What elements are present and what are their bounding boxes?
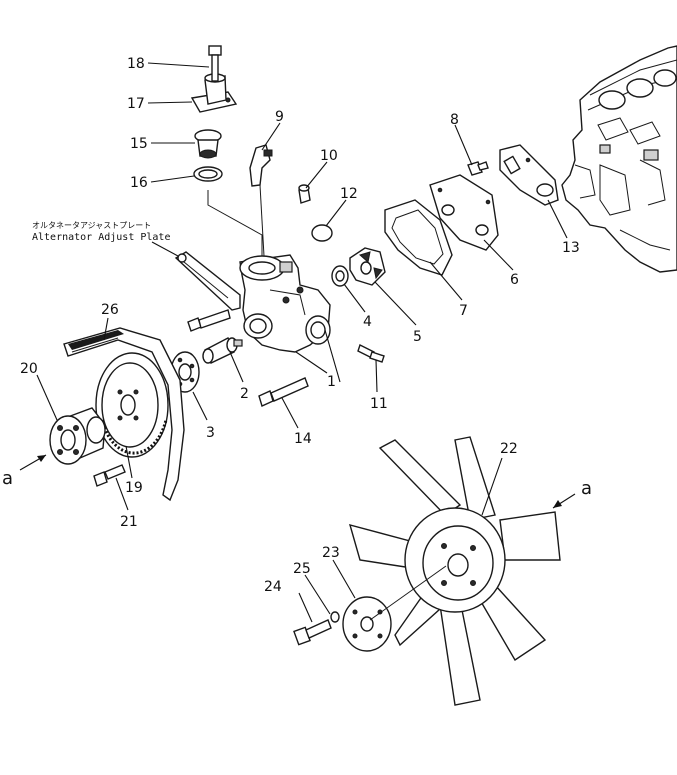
fan-belt [63, 327, 185, 502]
alternator-plate-en-label: Alternator Adjust Plate [32, 232, 170, 243]
water-pump-body [239, 254, 331, 353]
long-bolt [258, 377, 309, 407]
drain-plug [298, 184, 311, 204]
cooling-fan [348, 436, 561, 706]
callout-4: 4 [363, 314, 372, 330]
reference-letter-right: a [581, 478, 592, 499]
o-ring [311, 224, 333, 242]
fan-spacer-plate [342, 596, 392, 652]
callout-12: 12 [340, 186, 358, 202]
alternator-adjust-plate [174, 251, 241, 311]
crank-pulley [95, 352, 169, 458]
crank-flange [49, 407, 106, 465]
pulley-shaft [202, 337, 243, 364]
callout-17: 17 [127, 96, 145, 112]
callout-10: 10 [320, 148, 338, 164]
callout-15: 15 [130, 136, 148, 152]
leader-lines [19, 62, 576, 623]
callout-3: 3 [206, 425, 215, 441]
assembly-line [207, 190, 263, 256]
callout-20: 20 [20, 361, 38, 377]
callout-13: 13 [562, 240, 580, 256]
thermostat [194, 129, 222, 159]
callout-14: 14 [294, 431, 312, 447]
mounting-bolt [187, 309, 231, 332]
callout-16: 16 [130, 175, 148, 191]
callout-22: 22 [500, 441, 518, 457]
callout-18: 18 [127, 56, 145, 72]
callout-labels: 1 2 3 4 5 6 7 8 9 10 12 11 13 14 15 16 1… [2, 56, 592, 595]
cover-housing-bolt [208, 45, 222, 82]
callout-11: 11 [370, 396, 388, 412]
callout-7: 7 [459, 303, 468, 319]
callout-5: 5 [413, 329, 422, 345]
thermostat-seal [193, 166, 223, 182]
washer [330, 611, 340, 623]
flange-bolt [93, 464, 126, 487]
callout-24: 24 [264, 579, 282, 595]
reference-letter-left: a [2, 468, 13, 489]
callout-23: 23 [322, 545, 340, 561]
callout-9: 9 [275, 109, 284, 125]
fan-axis-line [369, 565, 447, 621]
impeller [349, 247, 386, 286]
alternator-plate-jp-label: オルタネータアジャストプレート [32, 221, 151, 230]
cover-bolt [467, 161, 489, 176]
callout-19: 19 [125, 480, 143, 496]
pump-gasket [384, 199, 453, 276]
engine-block [561, 45, 677, 273]
callout-2: 2 [240, 386, 249, 402]
temperature-sensor [357, 344, 385, 363]
pump-cover-plate [429, 174, 499, 251]
block-gasket [499, 144, 559, 206]
callout-6: 6 [510, 272, 519, 288]
callout-1: 1 [327, 374, 336, 390]
callout-21: 21 [120, 514, 138, 530]
elbow-fitting [249, 144, 273, 257]
thermostat-cover [190, 73, 238, 113]
callout-25: 25 [293, 561, 311, 577]
impeller-nut [331, 265, 349, 287]
callout-26: 26 [101, 302, 119, 318]
fan-bolt [293, 619, 332, 646]
callout-8: 8 [450, 112, 459, 128]
